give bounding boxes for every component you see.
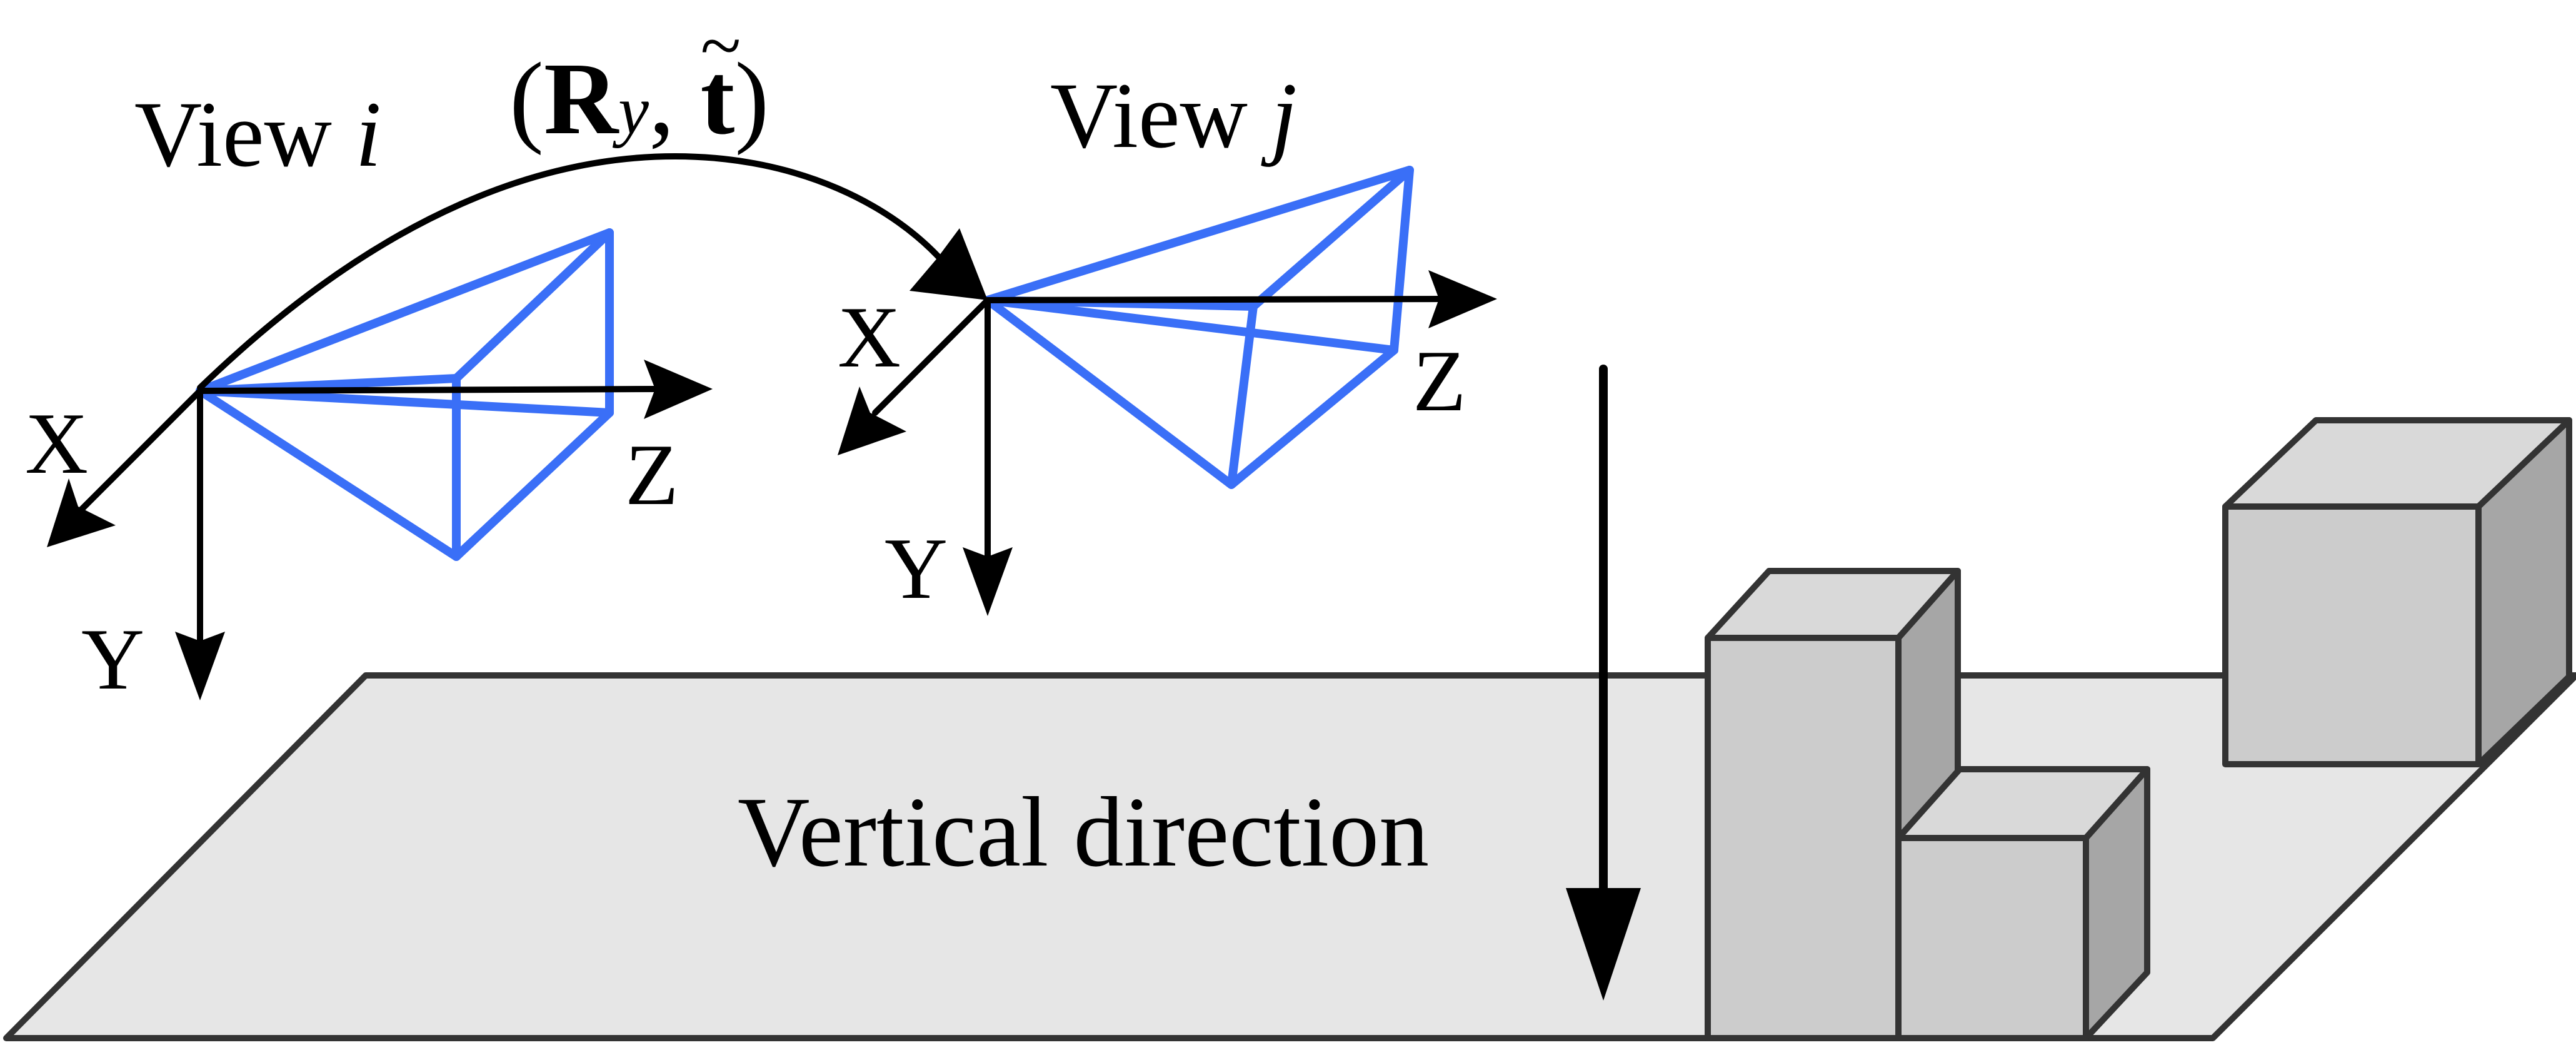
camera-i-x-axis xyxy=(78,388,203,513)
camera-i-x-arrowhead xyxy=(47,478,116,547)
camera-i-x-label: X xyxy=(25,395,89,492)
frustum-j-edge xyxy=(1249,166,1414,311)
view-j-label: View j xyxy=(1050,69,1297,163)
camera-j-x-label: X xyxy=(838,289,901,386)
vertical-direction-label: Vertical direction xyxy=(738,776,1430,887)
camera-j-y-label: Y xyxy=(885,520,948,617)
transform-close-paren: ) xyxy=(734,41,769,156)
frustum-j-edge xyxy=(983,296,1398,355)
camera-j-axes xyxy=(872,296,1447,560)
camera-j-z-axis xyxy=(985,296,1447,303)
frustum-i-edge xyxy=(452,228,614,383)
box-far-right xyxy=(2222,417,2572,767)
vertical-direction-arrow xyxy=(1566,365,1641,1001)
transform-label: (Ry, t~) xyxy=(509,8,769,151)
transform-arc-arrowhead xyxy=(910,228,988,300)
camera-i-frustum xyxy=(196,228,614,561)
camera-i-z-arrowhead xyxy=(644,360,713,419)
view-i-label: View i xyxy=(134,88,381,181)
camera-i-z-axis xyxy=(197,386,666,394)
transform-tilde: ~ xyxy=(700,4,741,87)
box-short xyxy=(1895,766,2150,1041)
camera-j-z-label: Z xyxy=(1413,333,1466,430)
transform-comma: , xyxy=(648,41,701,156)
camera-i-axes xyxy=(78,386,666,647)
camera-j-y-arrowhead xyxy=(963,547,1013,616)
camera-j-x-arrowhead xyxy=(838,386,906,455)
view-j-prefix: View xyxy=(1050,64,1271,168)
transform-rotation: R xyxy=(543,41,619,156)
box-tall-front xyxy=(1705,635,1902,1041)
box-far-right-front xyxy=(2222,503,2482,767)
camera-j-frustum xyxy=(983,166,1414,489)
transform-rotation-subscript: y xyxy=(618,72,649,148)
box-short-front xyxy=(1895,835,2089,1041)
view-i-var: i xyxy=(355,83,382,186)
camera-i-y-label: Y xyxy=(81,611,145,708)
frustum-i-edge xyxy=(196,386,614,417)
view-j-var: j xyxy=(1271,64,1298,168)
camera-j-z-arrowhead xyxy=(1428,270,1497,328)
view-i-prefix: View xyxy=(134,83,356,186)
camera-j-x-axis xyxy=(872,297,991,416)
transform-open-paren: ( xyxy=(509,41,544,156)
camera-i-z-label: Z xyxy=(625,427,679,523)
vertical-arrowhead xyxy=(1566,888,1641,1001)
transform-arc xyxy=(197,153,947,391)
camera-i-y-arrowhead xyxy=(175,632,225,700)
transform-translation: t xyxy=(700,41,735,156)
